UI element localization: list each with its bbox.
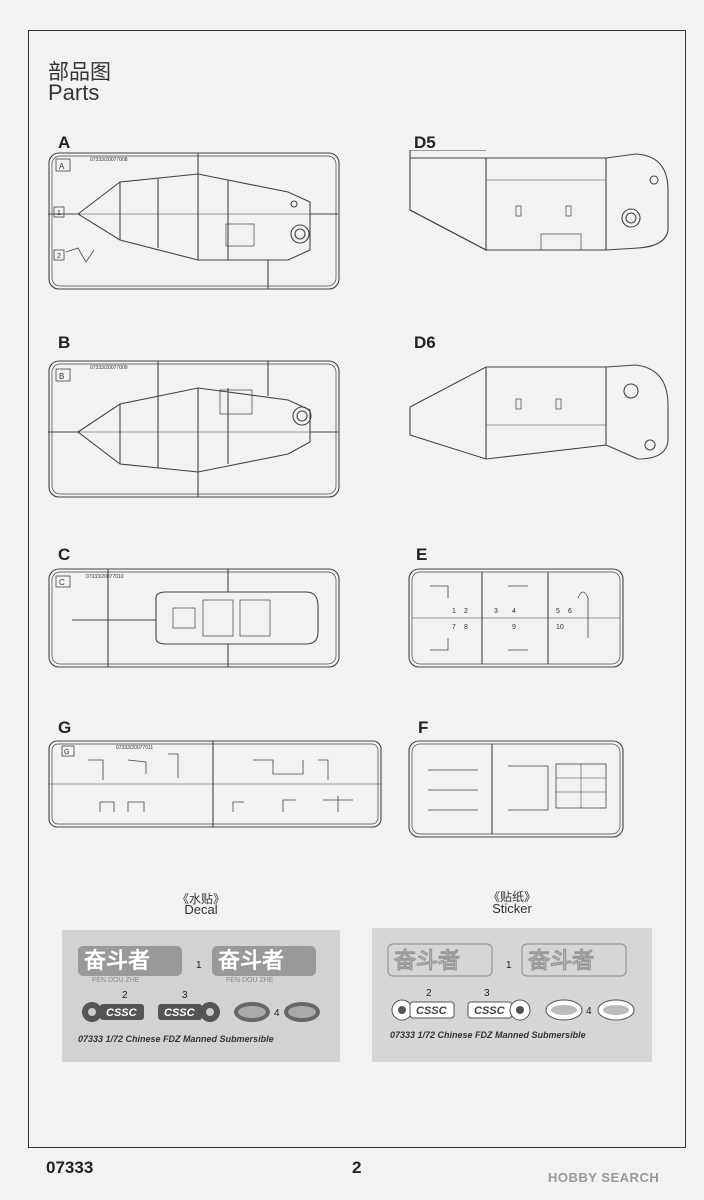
sprue-b-code: 07333/20077009 — [90, 365, 128, 371]
decal-logo-2: 奋斗者 — [217, 948, 284, 973]
sticker-caption-en: Sticker — [492, 901, 532, 916]
sprue-g-drawing: 07333/20077011 G — [48, 740, 382, 828]
e-part-8: 8 — [464, 624, 468, 631]
decal-caption-en: Decal — [184, 902, 218, 917]
sprue-label-d5: D5 — [414, 133, 436, 152]
decal-cssc-2: CSSC — [164, 1007, 196, 1019]
sprue-d6-drawing — [406, 355, 676, 470]
title-english: Parts — [48, 80, 100, 105]
sticker-logo-1: 奋斗者 — [393, 948, 460, 973]
page-number: 2 — [352, 1158, 362, 1177]
sprue-label-c: C — [58, 545, 71, 564]
sprue-c-tab: C — [59, 578, 65, 587]
sprue-d5-drawing — [406, 150, 676, 260]
sticker-num-3: 3 — [484, 988, 490, 999]
decal-num-2: 2 — [122, 990, 128, 1001]
sticker-footer: 07333 1/72 Chinese FDZ Manned Submersibl… — [390, 1030, 586, 1040]
decal-logo-1: 奋斗者 — [83, 948, 150, 973]
sprue-label-d6: D6 — [414, 333, 436, 352]
sprue-f-drawing — [408, 740, 624, 838]
sticker-num-1: 1 — [506, 960, 512, 971]
sticker-sheet: 奋斗者 1 奋斗者 2 3 CSSC CSSC 4 07333 1/72 Chi… — [372, 928, 652, 1062]
product-code: 07333 — [46, 1158, 94, 1177]
sprue-g-code: 07333/20077011 — [116, 745, 153, 751]
e-part-9: 9 — [512, 624, 516, 631]
decal-cssc-1: CSSC — [106, 1007, 138, 1019]
sticker-cssc-1: CSSC — [416, 1005, 448, 1017]
sprue-label-a: A — [58, 133, 71, 152]
page-frame — [28, 30, 686, 1148]
sprue-a-drawing: 07333/20077008 A 1 2 — [48, 152, 340, 290]
sprue-b-drawing: 07333/20077009 B — [48, 360, 340, 498]
sprue-label-e: E — [416, 545, 428, 564]
sprue-c-code: 07333/20077010 — [86, 574, 124, 580]
sticker-caption-cn: 《贴纸》 — [487, 890, 536, 904]
sprue-label-f: F — [418, 718, 429, 737]
svg-text:A: A — [59, 162, 65, 171]
sprue-a-tab-2: 2 — [57, 253, 61, 260]
sprue-a-code: 07333/20077008 — [90, 157, 128, 163]
sticker-num-2: 2 — [426, 988, 432, 999]
sprue-label-b: B — [58, 333, 71, 352]
e-part-7: 7 — [452, 624, 456, 631]
e-part-1: 1 — [452, 608, 456, 615]
sticker-cssc-2: CSSC — [474, 1005, 506, 1017]
e-part-10: 10 — [556, 624, 564, 631]
decal-logo-sub-2: FEN DOU ZHE — [226, 977, 274, 984]
e-part-6: 6 — [568, 608, 572, 615]
decal-sheet: 奋斗者 FEN DOU ZHE 1 奋斗者 FEN DOU ZHE 2 3 CS… — [62, 930, 340, 1062]
sticker-num-4: 4 — [586, 1006, 592, 1017]
sprue-c-drawing: 07333/20077010 C — [48, 568, 340, 668]
decal-num-1: 1 — [196, 960, 202, 971]
decal-num-3: 3 — [182, 990, 188, 1001]
sprue-b-tab: B — [59, 372, 64, 381]
decal-footer: 07333 1/72 Chinese FDZ Manned Submersibl… — [78, 1034, 274, 1044]
decal-num-4: 4 — [274, 1008, 280, 1019]
e-part-4: 4 — [512, 608, 516, 615]
sprue-g-tab: G — [64, 749, 69, 756]
e-part-3: 3 — [494, 608, 498, 615]
title-chinese: 部品图 — [48, 61, 111, 84]
e-part-5: 5 — [556, 608, 560, 615]
e-part-2: 2 — [464, 608, 468, 615]
decal-logo-sub-1: FEN DOU ZHE — [92, 977, 140, 984]
decal-caption-cn: 《水贴》 — [176, 892, 225, 906]
sprue-e-drawing: 1 2 3 4 5 6 7 8 9 10 — [408, 568, 624, 668]
sticker-logo-2: 奋斗者 — [527, 948, 594, 973]
sprue-label-g: G — [58, 718, 72, 737]
watermark: HOBBY SEARCH — [548, 1170, 660, 1185]
